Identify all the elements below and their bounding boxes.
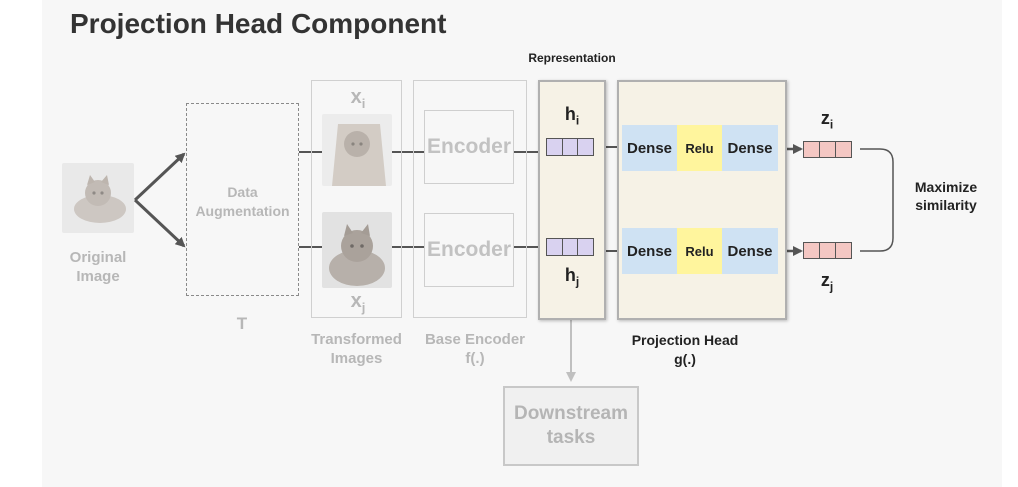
downstream-tasks-box: Downstream tasks (503, 386, 639, 466)
dense-bottom-left: Dense (622, 228, 677, 274)
data-augmentation-box (186, 103, 299, 296)
relu-bottom: Relu (677, 228, 722, 274)
maximize-similarity-label: Maximize similarity (914, 179, 978, 213)
relu-top: Relu (677, 125, 722, 171)
base-encoder-label: Base Encoder f(.) (424, 331, 526, 367)
transformed-image-top (322, 114, 392, 186)
data-augmentation-label: Data Augmentation (195, 184, 290, 219)
x-i-label: xi (350, 86, 366, 111)
dense-bottom-right: Dense (722, 228, 778, 274)
dense-top-right: Dense (722, 125, 778, 171)
base-encoder-panel (413, 80, 527, 318)
original-image-label: Original Image (69, 249, 127, 285)
h-i-label: hi (564, 104, 580, 128)
cat-icon (322, 114, 392, 186)
projection-head-panel (617, 80, 787, 320)
dense-top-left: Dense (622, 125, 677, 171)
encoder-bottom: Encoder (424, 213, 514, 287)
augmentation-symbol: T (236, 314, 248, 333)
representation-panel (538, 80, 606, 320)
arrow-original-to-aug-top (133, 152, 186, 202)
x-j-label: xj (350, 290, 366, 315)
z-i-vector (803, 141, 852, 158)
cat-icon (322, 212, 392, 288)
h-i-vector (546, 138, 594, 156)
similarity-bracket (860, 148, 894, 252)
transformed-image-bottom (322, 212, 392, 288)
arrow-original-to-aug-bottom (133, 198, 186, 248)
original-image (62, 163, 134, 233)
z-i-label: zi (820, 108, 834, 132)
h-j-vector (546, 238, 594, 256)
transformed-images-label: Transformed Images (311, 331, 402, 367)
encoder-top: Encoder (424, 110, 514, 184)
transformed-images-panel (311, 80, 402, 318)
z-j-vector (803, 242, 852, 259)
projection-head-label: Projection Head g(.) (631, 332, 739, 367)
representation-label: Representation (528, 51, 616, 65)
cat-icon (62, 163, 134, 233)
z-j-label: zj (820, 270, 834, 294)
diagram-title: Projection Head Component (70, 8, 447, 39)
h-j-label: hj (564, 265, 580, 289)
